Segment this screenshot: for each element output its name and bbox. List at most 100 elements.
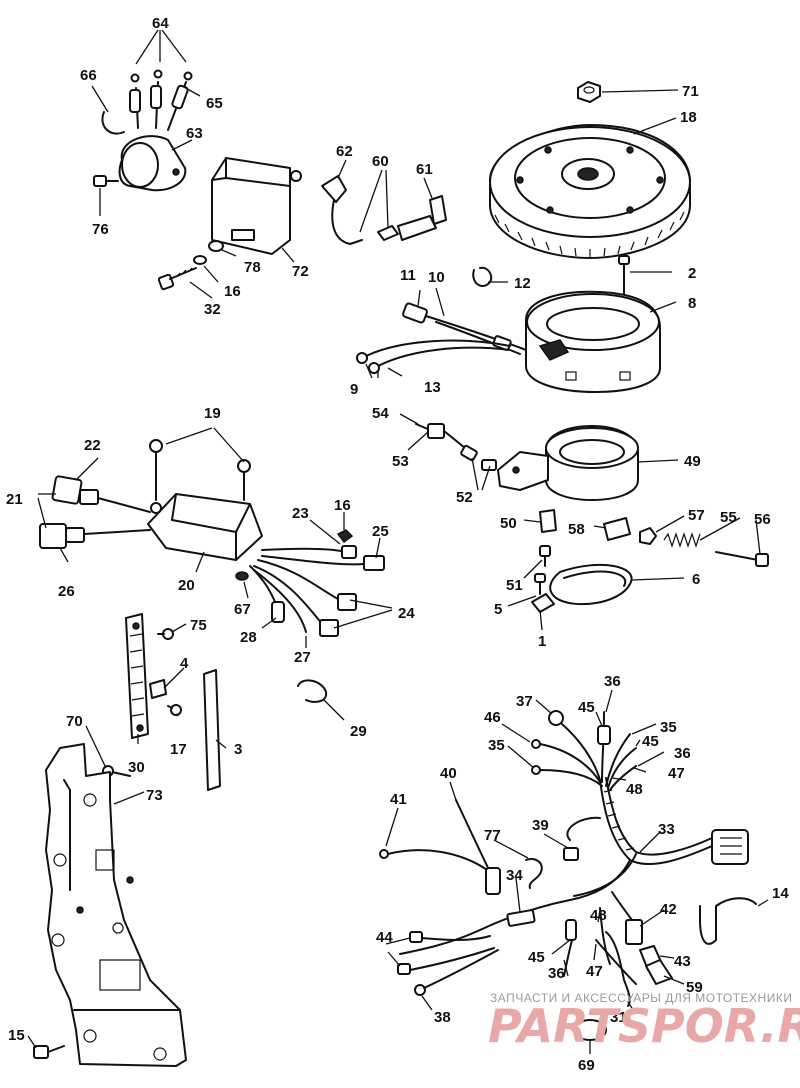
callout-16: 16 — [224, 283, 241, 300]
callout-77: 77 — [484, 827, 501, 844]
part-55-spring — [663, 532, 701, 548]
watermark: ЗАПЧАСТИ И АКСЕССУАРЫ ДЛЯ МОТОТЕХНИКИ PA… — [488, 991, 800, 1053]
callout-63: 63 — [186, 125, 203, 142]
callout-62: 62 — [336, 143, 353, 160]
callout-24: 24 — [398, 605, 415, 622]
callout-54: 54 — [372, 405, 389, 422]
part-13-leads — [356, 339, 511, 374]
part-35-leads-top — [531, 733, 637, 791]
callout-73: 73 — [146, 787, 163, 804]
callout-56: 56 — [754, 511, 771, 528]
callout-27: 27 — [294, 649, 311, 666]
callout-6: 6 — [692, 571, 700, 588]
callout-14: 14 — [772, 885, 789, 902]
part-62-spark-plug-boot — [321, 175, 363, 245]
callout-70: 70 — [66, 713, 83, 730]
part-17-screw — [167, 704, 182, 716]
part-60-spring — [377, 225, 399, 241]
part-41-lead — [379, 849, 491, 873]
callout-29: 29 — [350, 723, 367, 740]
callout-31: 31 — [610, 1009, 627, 1026]
callout-5: 5 — [494, 601, 502, 618]
part-24-leads — [253, 559, 357, 637]
part-29-clip — [297, 679, 328, 703]
part-50-magnet — [539, 509, 557, 533]
part-27-lead — [253, 569, 307, 633]
part-59-connector — [645, 959, 673, 985]
part-34-connector — [506, 909, 536, 927]
part-44-terminals — [397, 931, 495, 975]
callout-40: 40 — [440, 765, 457, 782]
part-38-ring-terminal — [414, 949, 499, 996]
part-61-plug-cap — [397, 195, 447, 241]
callout-45: 45 — [642, 733, 659, 750]
callout-43: 43 — [674, 953, 691, 970]
callout-76: 76 — [92, 221, 109, 238]
part-14-wire — [699, 897, 757, 945]
part-37-ring-terminal — [548, 710, 601, 781]
callout-19: 19 — [204, 405, 221, 422]
part-16-washer — [193, 255, 207, 265]
part-40-lead — [455, 799, 501, 895]
callout-33: 33 — [658, 821, 675, 838]
part-19-bolts — [149, 439, 251, 501]
part-4-terminal-block — [125, 613, 167, 739]
callout-75: 75 — [190, 617, 207, 634]
callout-36: 36 — [674, 745, 691, 762]
callout-71: 71 — [682, 83, 699, 100]
part-26-connector — [39, 523, 151, 549]
callout-39: 39 — [532, 817, 549, 834]
callout-69: 69 — [578, 1057, 595, 1074]
part-12-clip — [472, 266, 493, 288]
part-10-wires — [425, 315, 527, 355]
callout-47: 47 — [586, 963, 603, 980]
part-33-harness — [399, 777, 749, 955]
callout-12: 12 — [514, 275, 531, 292]
callout-32: 32 — [204, 301, 221, 318]
callout-67: 67 — [234, 601, 251, 618]
callout-47: 47 — [668, 765, 685, 782]
watermark-tagline: ЗАПЧАСТИ И АКСЕССУАРЫ ДЛЯ МОТОТЕХНИКИ — [490, 991, 792, 1005]
part-52-leads — [460, 444, 497, 471]
part-11-connector — [402, 302, 428, 324]
part-2-screw — [618, 255, 630, 297]
callout-66: 66 — [80, 67, 97, 84]
callout-72: 72 — [292, 263, 309, 280]
callout-35: 35 — [488, 737, 505, 754]
part-72-ignition-coil — [211, 157, 302, 255]
callout-21: 21 — [6, 491, 23, 508]
part-32-bolt — [157, 267, 197, 291]
callout-38: 38 — [434, 1009, 451, 1026]
part-75-screw — [157, 628, 174, 640]
callout-55: 55 — [720, 509, 737, 526]
callout-41: 41 — [390, 791, 407, 808]
callout-42: 42 — [660, 901, 677, 918]
callout-51: 51 — [506, 577, 523, 594]
part-54-sensor — [415, 423, 471, 453]
part-49-timer-base — [497, 425, 639, 501]
part-16-lockwasher — [336, 529, 354, 544]
part-31-wire — [605, 931, 631, 1007]
callout-36: 36 — [548, 965, 565, 982]
part-56-screw — [715, 551, 769, 567]
callout-17: 17 — [170, 741, 187, 758]
callout-64: 64 — [152, 15, 169, 32]
callout-44: 44 — [376, 929, 393, 946]
callout-46: 46 — [484, 709, 501, 726]
part-39-fuse — [563, 816, 601, 861]
part-48-lead-lower — [599, 907, 611, 965]
callout-59: 59 — [686, 979, 703, 996]
callout-45: 45 — [578, 699, 595, 716]
callout-16: 16 — [334, 497, 351, 514]
callout-2: 2 — [688, 265, 696, 282]
callout-26: 26 — [58, 583, 75, 600]
part-23-harness — [261, 545, 357, 559]
callout-49: 49 — [684, 453, 701, 470]
part-15-screw — [33, 1045, 65, 1059]
callout-20: 20 — [178, 577, 195, 594]
part-5-screw — [534, 573, 546, 595]
callout-30: 30 — [128, 759, 145, 776]
callout-4: 4 — [180, 655, 189, 672]
callout-15: 15 — [8, 1027, 25, 1044]
